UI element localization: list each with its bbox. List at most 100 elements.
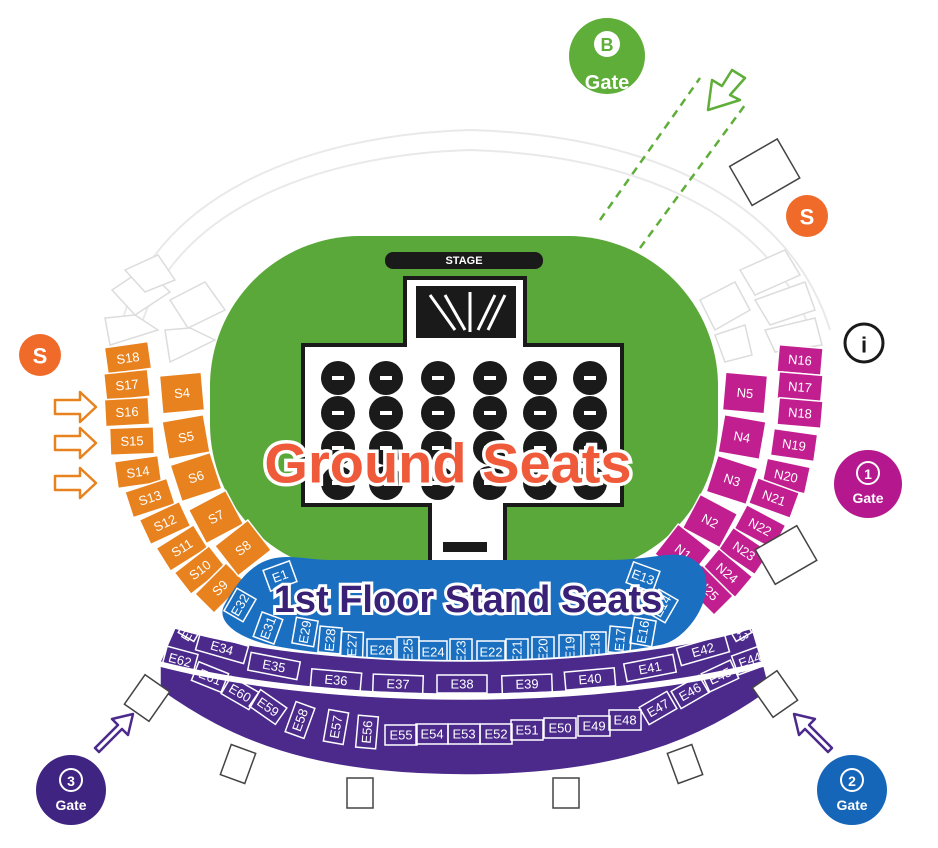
section-e31[interactable]: E31 [252, 611, 284, 645]
section-e53[interactable]: E53 [447, 723, 481, 745]
section-e61[interactable]: E61 [190, 660, 230, 694]
seat-mark [432, 481, 444, 485]
section-block [769, 427, 819, 463]
section-label: N16 [787, 351, 812, 368]
section-n4[interactable]: N4 [717, 413, 767, 461]
section-s16[interactable]: S16 [103, 396, 151, 428]
shuttle-marker-left[interactable]: S [19, 334, 61, 376]
section-e48[interactable]: E48 [608, 709, 642, 731]
info-icon[interactable]: i [843, 322, 885, 364]
section-label: S7 [205, 507, 226, 528]
section-s13[interactable]: S13 [123, 477, 177, 519]
section-n3[interactable]: N3 [705, 454, 759, 506]
section-label: E52 [484, 727, 507, 742]
section-label: N19 [781, 436, 807, 454]
east-lower-band [159, 665, 771, 776]
gate-2-marker[interactable]: 2 Gate [817, 755, 887, 825]
section-e51[interactable]: E51 [510, 719, 544, 741]
section-s5[interactable]: S5 [161, 413, 211, 461]
section-s14[interactable]: S14 [113, 454, 163, 490]
section-n16[interactable]: N16 [776, 343, 824, 377]
section-s10[interactable]: S10 [173, 544, 227, 596]
section-e27[interactable]: E27 [339, 630, 365, 660]
section-label: S14 [125, 463, 150, 481]
section-label: E55 [389, 728, 412, 743]
section-e58[interactable]: E58 [284, 700, 316, 740]
section-e44[interactable]: E44 [730, 644, 770, 676]
section-block [158, 371, 206, 415]
section-e22[interactable]: E22 [476, 640, 506, 664]
section-s4[interactable]: S4 [158, 371, 206, 415]
gate-b-marker[interactable]: B Gate [569, 18, 645, 94]
section-label: N2 [699, 510, 721, 531]
section-e41[interactable]: E41 [622, 653, 678, 683]
section-block [705, 454, 759, 506]
shuttle-marker-top[interactable]: S [786, 195, 828, 237]
section-e17[interactable]: E17 [607, 625, 633, 655]
section-e36[interactable]: E36 [309, 668, 363, 692]
section-s7[interactable]: S7 [187, 489, 245, 545]
section-label: E29 [296, 619, 315, 644]
section-e29[interactable]: E29 [291, 616, 319, 648]
section-e32[interactable]: E32 [222, 587, 258, 623]
section-e40[interactable]: E40 [563, 667, 617, 691]
section-s12[interactable]: S12 [138, 500, 192, 546]
section-n19[interactable]: N19 [769, 427, 819, 463]
stage-runway-block [443, 542, 487, 552]
section-e50[interactable]: E50 [543, 717, 577, 739]
section-e42[interactable]: E42 [675, 633, 731, 667]
outer-ring [119, 128, 831, 331]
section-e16[interactable]: E16 [629, 616, 657, 648]
section-block [776, 396, 824, 430]
section-label: E36 [324, 672, 348, 689]
gate-1-label: Gate [852, 490, 883, 506]
gate-3-marker[interactable]: 3 Gate [36, 755, 106, 825]
section-label: N3 [722, 470, 742, 489]
section-s17[interactable]: S17 [102, 368, 152, 402]
section-e37[interactable]: E37 [371, 673, 425, 695]
gate-2-arrow-icon [792, 712, 834, 754]
section-n5[interactable]: N5 [721, 371, 769, 415]
section-n18[interactable]: N18 [776, 396, 824, 430]
section-s6[interactable]: S6 [169, 451, 223, 503]
section-e14[interactable]: E14 [644, 588, 680, 624]
section-n2[interactable]: N2 [681, 493, 739, 549]
section-e62[interactable]: E62 [161, 645, 199, 675]
section-label: E54 [420, 727, 443, 742]
seat-mark [380, 481, 392, 485]
section-e54[interactable]: E54 [415, 723, 449, 745]
section-e13[interactable]: E13 [625, 560, 661, 594]
section-e35[interactable]: E35 [246, 651, 302, 681]
section-e60[interactable]: E60 [220, 675, 260, 711]
gate-1-marker[interactable]: 1 Gate [834, 450, 902, 518]
seat-mark [332, 411, 344, 415]
section-s15[interactable]: S15 [108, 425, 156, 457]
section-e52[interactable]: E52 [479, 723, 513, 745]
section-e55[interactable]: E55 [384, 724, 418, 746]
seat-mark [432, 376, 444, 380]
section-n23[interactable]: N23 [717, 526, 771, 576]
section-n20[interactable]: N20 [760, 457, 812, 495]
section-e39[interactable]: E39 [500, 673, 554, 695]
section-s11[interactable]: S11 [155, 523, 209, 573]
section-e56[interactable]: E56 [354, 714, 380, 750]
section-e57[interactable]: E57 [322, 708, 350, 746]
section-n17[interactable]: N17 [776, 370, 824, 404]
section-e45[interactable]: E45 [700, 659, 740, 693]
section-e49[interactable]: E49 [577, 715, 611, 737]
section-label: E56 [359, 720, 376, 744]
section-e34[interactable]: E34 [194, 631, 250, 665]
section-e38[interactable]: E38 [436, 674, 488, 694]
section-e28[interactable]: E28 [317, 625, 343, 655]
section-block [670, 674, 710, 710]
section-n22[interactable]: N22 [733, 503, 787, 551]
section-label: E51 [515, 723, 538, 738]
section-n21[interactable]: N21 [747, 476, 801, 520]
section-e24[interactable]: E24 [418, 640, 448, 664]
section-e1[interactable]: E1 [262, 559, 298, 593]
section-block [284, 700, 316, 740]
section-s18[interactable]: S18 [103, 340, 153, 376]
section-s8[interactable]: S8 [213, 519, 273, 577]
south-entry-arrows [53, 390, 98, 500]
